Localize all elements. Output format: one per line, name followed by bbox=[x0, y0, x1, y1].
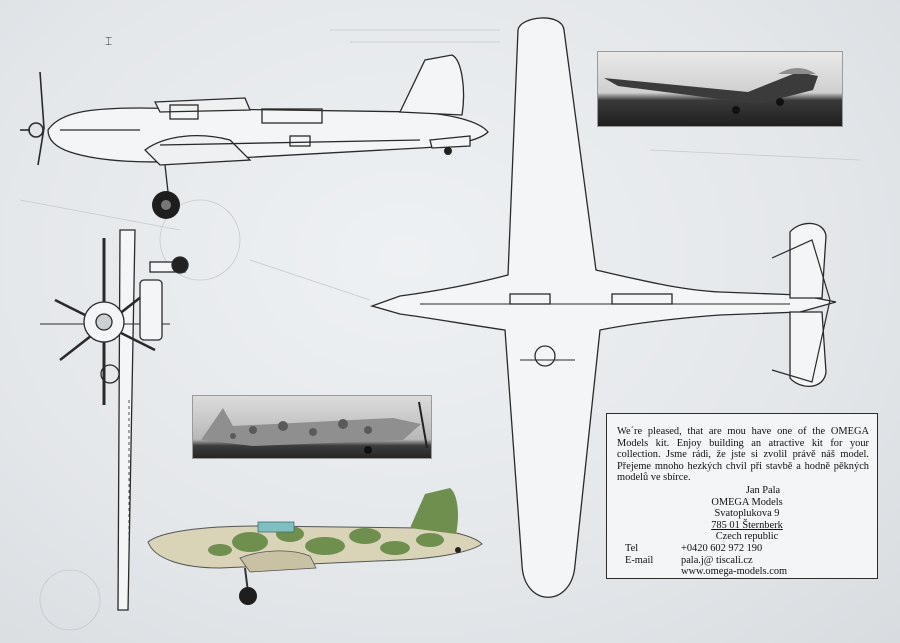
email-label: E-mail bbox=[625, 554, 654, 566]
propeller-icon bbox=[20, 71, 45, 166]
tel-value: +0420 602 972 190 bbox=[681, 542, 763, 554]
photo-aircraft-top bbox=[598, 52, 842, 126]
photo-aircraft-middle bbox=[193, 396, 431, 458]
side-view-drawing bbox=[47, 54, 489, 193]
scale-mark-glyph: ⌶ bbox=[105, 34, 113, 48]
website: www.omega-models.com bbox=[681, 566, 788, 578]
color-profile-camouflage bbox=[140, 482, 490, 612]
tail-detail-drawing bbox=[771, 239, 831, 383]
company-name: OMEGA Models bbox=[711, 496, 783, 508]
top-view-drawing bbox=[369, 17, 837, 598]
country: Czech republic bbox=[715, 531, 779, 543]
email-row: E-mail pala.j@ tiscali.cz bbox=[617, 555, 869, 567]
street-address: Svatoplukova 9 bbox=[714, 508, 780, 520]
front-view-drawing bbox=[40, 229, 189, 611]
author-name: Jan Pala bbox=[745, 484, 781, 496]
intro-text: We´re pleased, that are mou have one of … bbox=[617, 426, 869, 484]
signature-block: Jan Pala OMEGA Models Svatoplukova 9 785… bbox=[617, 485, 869, 543]
tel-label: Tel bbox=[625, 542, 639, 554]
info-box: We´re pleased, that are mou have one of … bbox=[606, 413, 878, 579]
wheel-icon bbox=[152, 147, 452, 219]
email-value: pala.j@ tiscali.cz bbox=[681, 554, 753, 566]
tel-row: Tel +0420 602 972 190 bbox=[617, 543, 869, 555]
city-address: 785 01 Šternberk bbox=[711, 519, 783, 531]
show-through-lines bbox=[19, 29, 861, 631]
